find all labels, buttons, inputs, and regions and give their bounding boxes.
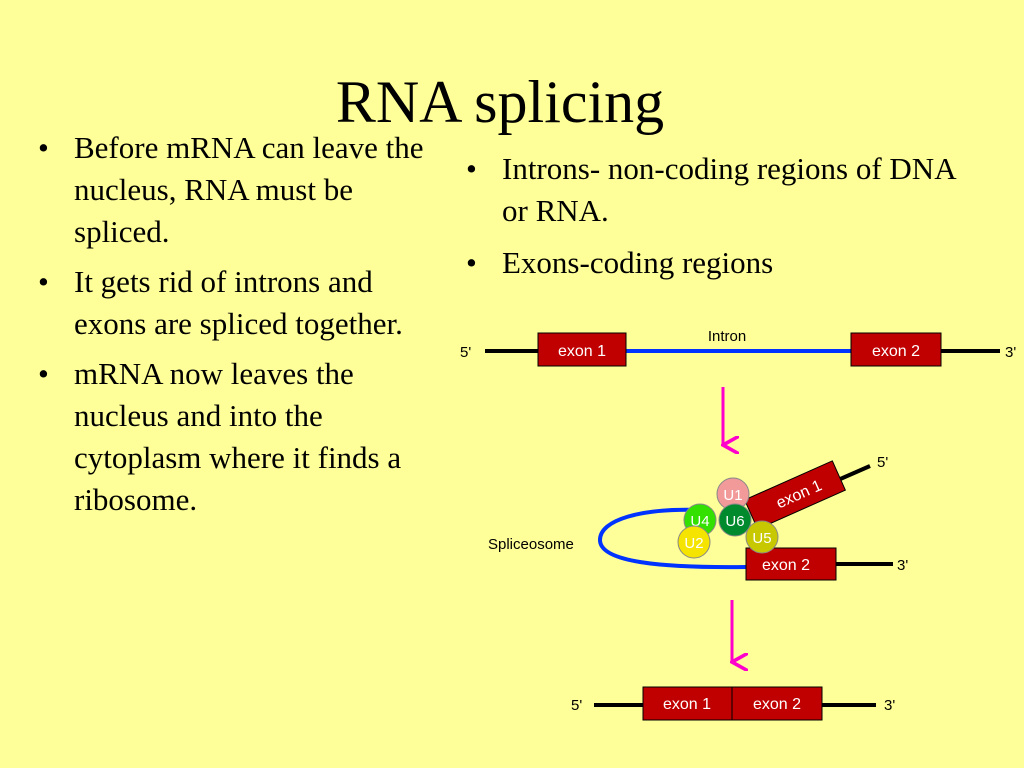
mature-mrna-strand: 5' exon 1 exon 2 3' [571, 686, 895, 721]
pre-mrna-strand: 5' exon 1 Intron exon 2 3' [460, 328, 1016, 367]
spliceosome-complex: exon 1 exon 2 U1 U4 U2 U5 U6 Spliceosome… [488, 454, 908, 581]
mrna-exon-1-label: exon 1 [663, 696, 711, 713]
slide-title: RNA splicing [335, 69, 665, 135]
intron-lariat [597, 507, 747, 570]
three-prime-label: 3' [1005, 344, 1016, 361]
spliceosome-five-prime-label: 5' [877, 454, 888, 471]
bullet-removes-introns: It gets rid of introns and exons are spl… [32, 261, 452, 345]
spliceosome-exon-1: exon 1 [743, 460, 847, 530]
five-prime-label: 5' [460, 344, 471, 361]
u6-snrnp [718, 503, 752, 537]
spliceosome-three-prime-label: 3' [897, 557, 908, 574]
exon-2-label: exon 2 [872, 343, 920, 360]
u5-snrnp [745, 520, 779, 554]
bullet-exons-definition: Exons-coding regions [460, 242, 980, 284]
spliceosome-exon-1-box [743, 460, 847, 530]
u1-label: U1 [723, 487, 742, 504]
u2-snrnp [677, 525, 711, 559]
spliceosome-5-prime-tail [837, 464, 871, 482]
mrna-exon-2-box [731, 686, 823, 721]
bullet-introns-definition: Introns- non-coding regions of DNA or RN… [460, 148, 980, 232]
bullet-splicing-before-export: Before mRNA can leave the nucleus, RNA m… [32, 127, 452, 253]
spliceosome-label: Spliceosome [488, 536, 574, 553]
exon-1-box [537, 332, 627, 367]
mrna-three-prime-label: 3' [884, 697, 895, 714]
u6-label: U6 [725, 513, 744, 530]
u2-label: U2 [684, 535, 703, 552]
mrna-five-prime-label: 5' [571, 697, 582, 714]
spliceosome-exon-2-label: exon 2 [762, 557, 810, 574]
bullet-mrna-leaves-nucleus: mRNA now leaves the nucleus and into the… [32, 353, 452, 521]
intron-label: Intron [708, 328, 746, 345]
left-bullet-list: Before mRNA can leave the nucleus, RNA m… [32, 127, 452, 529]
exon-1-label: exon 1 [558, 343, 606, 360]
mrna-exon-2-label: exon 2 [753, 696, 801, 713]
mrna-exon-1-box [642, 686, 733, 721]
exon-2-box [850, 332, 942, 367]
right-bullet-list: Introns- non-coding regions of DNA or RN… [460, 148, 980, 294]
u5-label: U5 [752, 530, 771, 547]
